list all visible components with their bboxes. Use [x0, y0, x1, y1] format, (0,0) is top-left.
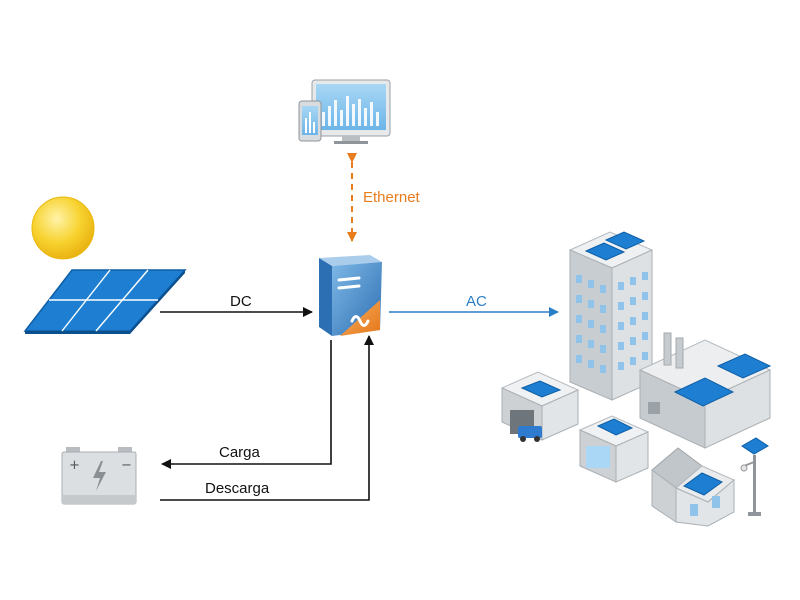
svg-text:−: − [121, 458, 132, 473]
inverter-icon [319, 255, 382, 336]
city-buildings-icon [500, 231, 772, 527]
ethernet-label: Ethernet [363, 189, 421, 206]
carga-label: Carga [219, 444, 261, 461]
carga-arrow [161, 340, 332, 469]
descarga-arrow [160, 335, 374, 501]
monitor-icon [311, 79, 391, 144]
svg-text:+: + [69, 458, 80, 473]
dc-label: DC [230, 293, 252, 310]
sun-icon [31, 196, 95, 260]
tablet-icon [298, 100, 322, 142]
descarga-label: Descarga [205, 480, 270, 497]
ac-label: AC [466, 293, 487, 310]
battery-icon: + − [61, 447, 137, 505]
solar-panel-icon [23, 269, 187, 334]
